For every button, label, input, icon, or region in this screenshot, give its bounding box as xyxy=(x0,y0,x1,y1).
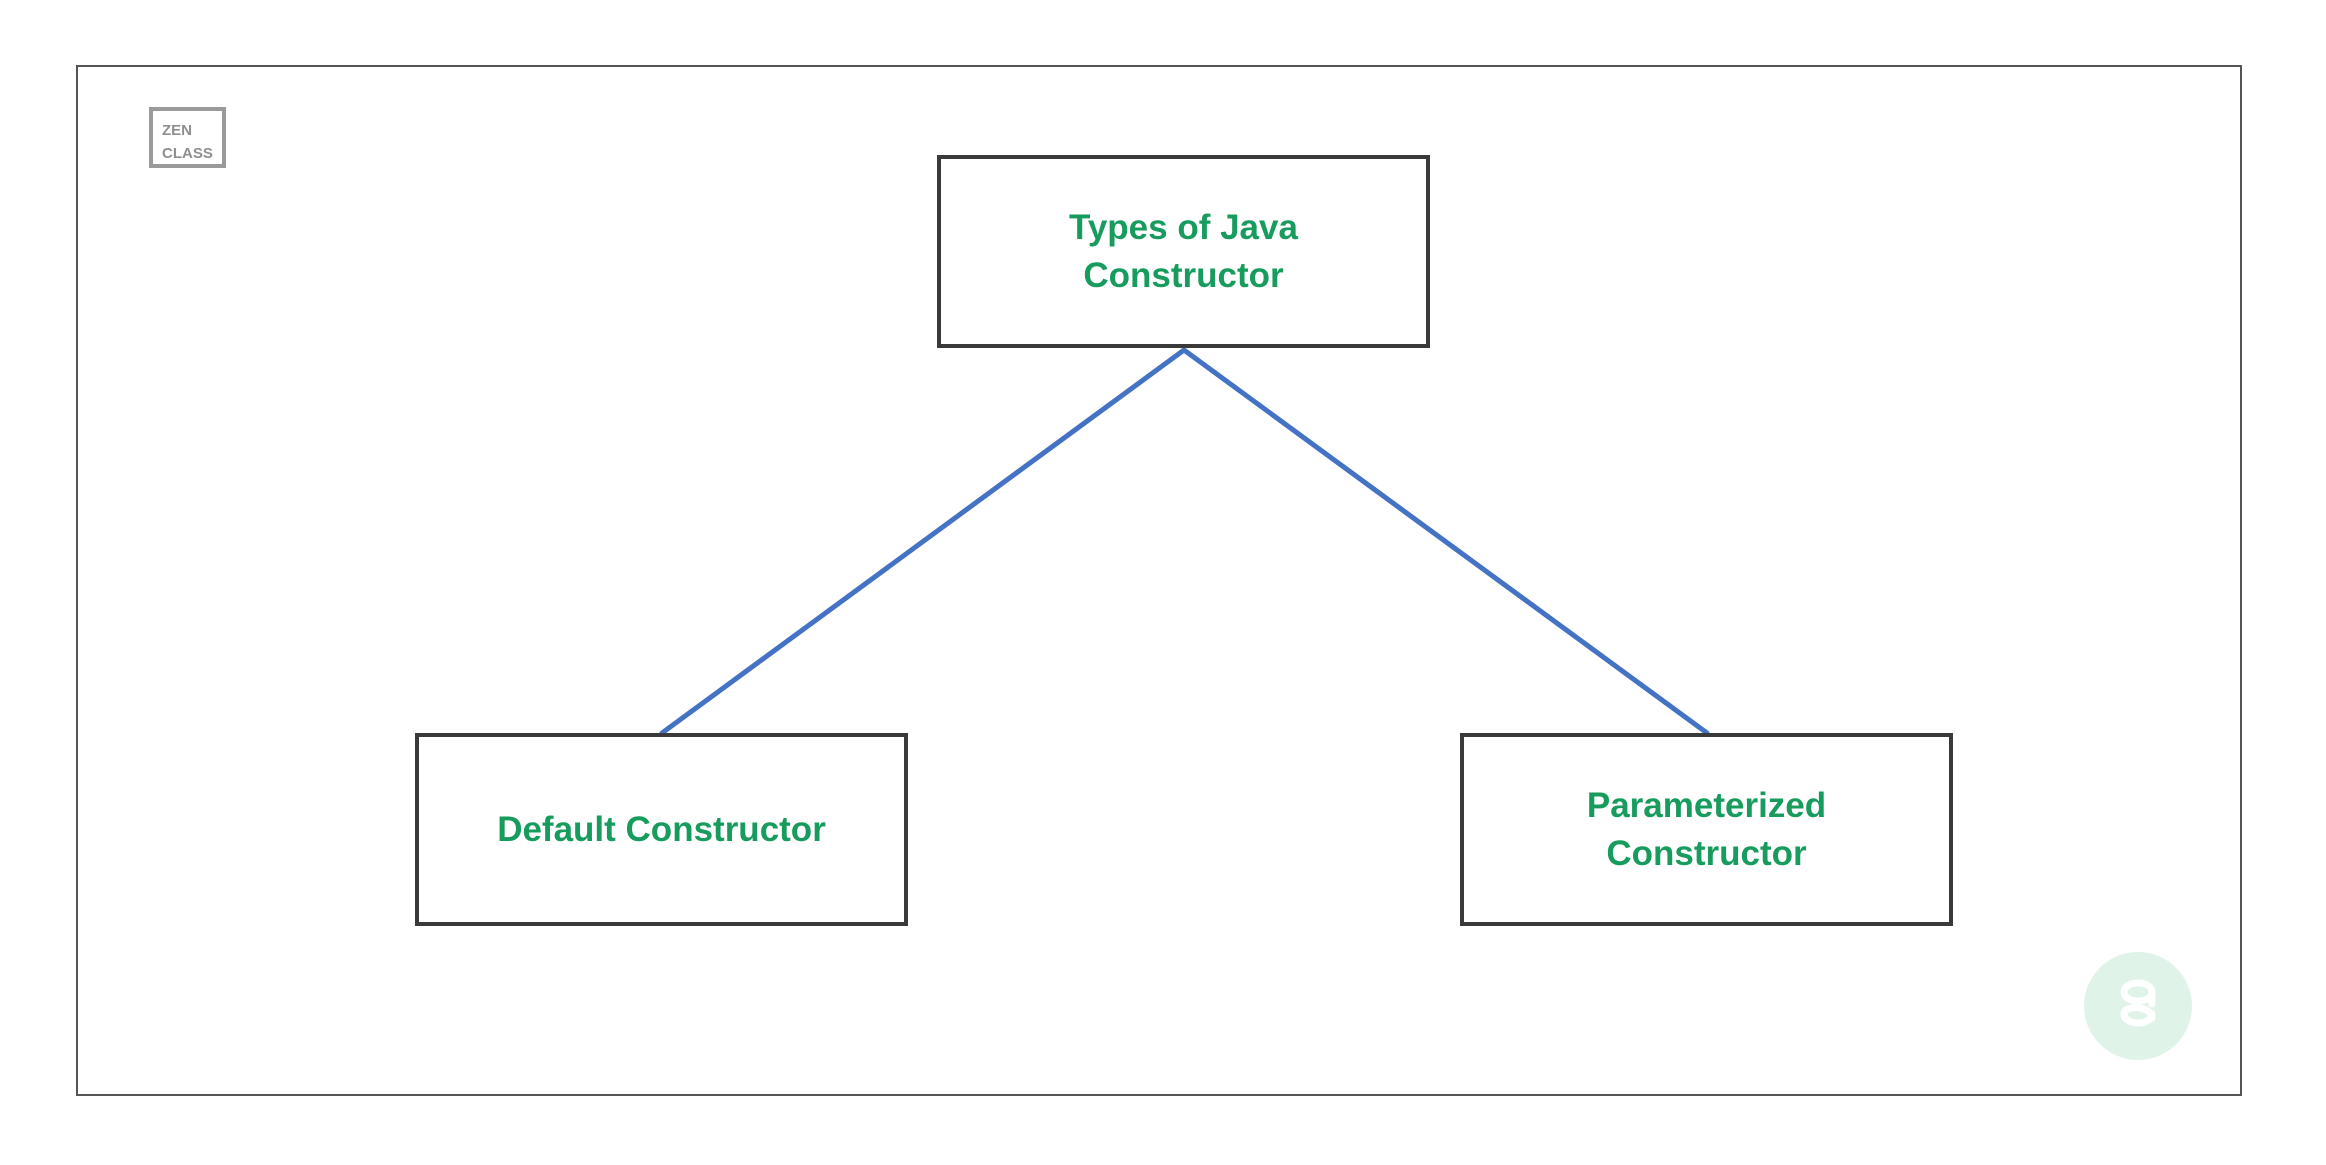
node-default-label: Default Constructor xyxy=(497,809,826,849)
zen-class-badge: ZEN CLASS xyxy=(149,107,226,168)
node-default-constructor: Default Constructor xyxy=(415,733,908,926)
gfg-logo-icon xyxy=(2084,952,2192,1060)
node-parameterized-constructor: Parameterized Constructor xyxy=(1460,733,1953,926)
connector-root-to-default xyxy=(659,347,1187,736)
node-root: Types of Java Constructor xyxy=(937,155,1430,348)
node-parameterized-label: Parameterized Constructor xyxy=(1586,785,1827,873)
node-root-label: Types of Java Constructor xyxy=(1069,207,1298,295)
badge-line-2: CLASS xyxy=(162,145,213,162)
connector-root-to-parameterized xyxy=(1181,347,1710,736)
badge-line-1: ZEN xyxy=(162,122,192,139)
